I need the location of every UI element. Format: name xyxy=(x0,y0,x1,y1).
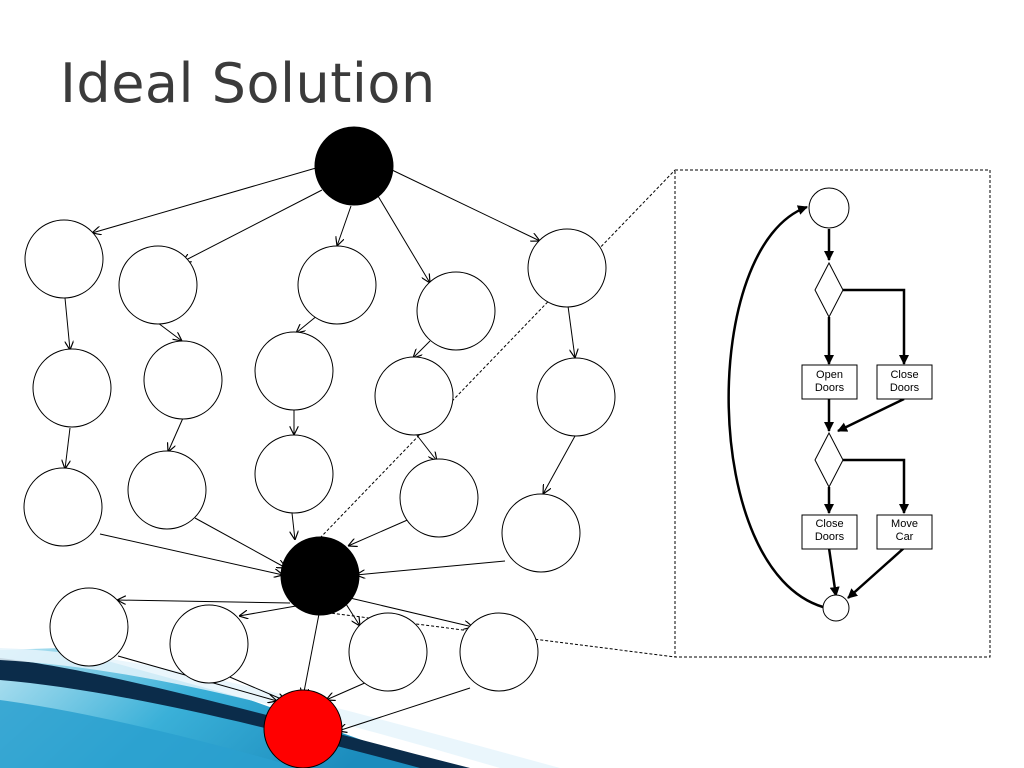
merge-node xyxy=(280,536,360,616)
graph-node xyxy=(23,467,103,547)
graph-node xyxy=(127,450,207,530)
graph-node xyxy=(399,458,479,538)
slide-title: Ideal Solution xyxy=(60,52,436,115)
graph-edges xyxy=(65,167,575,731)
graph-node xyxy=(416,271,496,351)
decision-diamond xyxy=(814,431,844,489)
graph-node xyxy=(536,357,616,437)
graph-nodes xyxy=(23,126,616,768)
graph-node xyxy=(527,228,607,308)
close-doors-box-2 xyxy=(801,514,858,550)
move-car-box xyxy=(876,514,933,550)
graph-node xyxy=(118,245,198,325)
box-label: Car xyxy=(896,531,914,543)
graph-node xyxy=(32,348,112,428)
box-label: Move xyxy=(891,518,918,530)
graph-node xyxy=(297,245,377,325)
box-label: Close xyxy=(815,518,843,530)
box-label: Close xyxy=(890,369,918,381)
decision-diamond xyxy=(814,261,844,319)
box-label: Doors xyxy=(815,531,845,543)
graph-node xyxy=(24,219,104,299)
zoom-frame xyxy=(674,169,991,658)
graph-node xyxy=(254,331,334,411)
graph-node xyxy=(348,612,428,692)
flowchart: Open Doors Close Doors Close Doors Move … xyxy=(727,187,933,622)
box-label: Doors xyxy=(815,382,845,394)
flow-end-node xyxy=(822,594,850,622)
box-label: Doors xyxy=(890,382,920,394)
box-label: Open xyxy=(816,369,843,381)
open-doors-box xyxy=(801,364,858,400)
graph-node xyxy=(169,604,249,684)
graph-node xyxy=(501,493,581,573)
graph-node xyxy=(143,340,223,420)
graph-node xyxy=(374,356,454,436)
end-node xyxy=(263,689,343,768)
flow-start-node xyxy=(808,187,850,229)
close-doors-box xyxy=(876,364,933,400)
graph-node xyxy=(49,587,129,667)
graph-node xyxy=(254,434,334,514)
graph-node xyxy=(459,612,539,692)
start-node xyxy=(314,126,394,206)
